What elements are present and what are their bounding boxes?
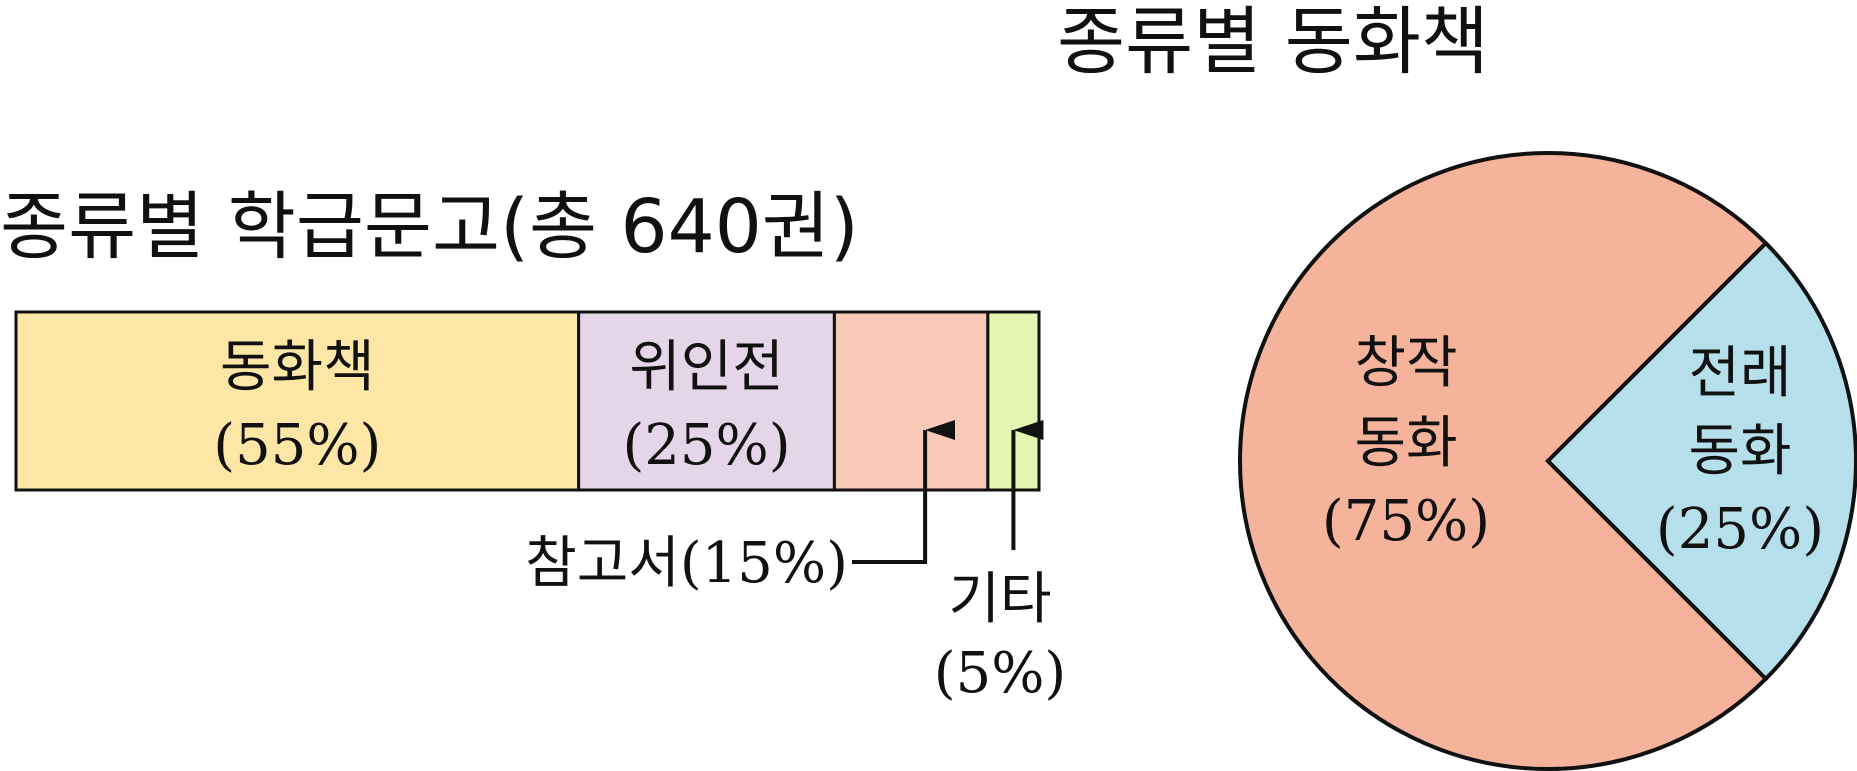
pie-slice-creative-tales	[1238, 151, 1769, 771]
stacked-bar: 동화책 (55%) 위인전 (25%)	[14, 310, 1041, 492]
bar-chart-title: 종류별 학급문고(총 640권)	[0, 184, 859, 270]
other-label: 기타	[948, 567, 1051, 632]
segment-biographies	[577, 310, 836, 492]
pie-slice-label: 전래	[1688, 341, 1791, 406]
segment-name-label: 동화책	[220, 335, 375, 400]
reference-book-label: 참고서(15%)	[525, 531, 848, 596]
segment-story-books	[14, 310, 581, 492]
pie-slice-label: (25%)	[1656, 497, 1824, 562]
pie-slice-label: 동화	[1688, 419, 1791, 484]
segment-reference-books	[832, 310, 990, 492]
pie-slice-label: 동화	[1354, 411, 1457, 476]
segment-percent-label: (55%)	[213, 413, 381, 478]
segment-name-label: 위인전	[629, 335, 784, 400]
pie-chart-title: 종류별 동화책	[1057, 0, 1489, 85]
bar-callouts: 참고서(15%) 기타 (5%)	[525, 420, 1067, 706]
other-percent: (5%)	[934, 641, 1067, 706]
pie-slice-label: (75%)	[1322, 489, 1490, 554]
segment-percent-label: (25%)	[622, 413, 790, 478]
pie-slice-label: 창작	[1354, 331, 1457, 396]
reference-book-arrow	[852, 420, 956, 564]
pie-slice-folk-tales	[1545, 240, 1857, 682]
